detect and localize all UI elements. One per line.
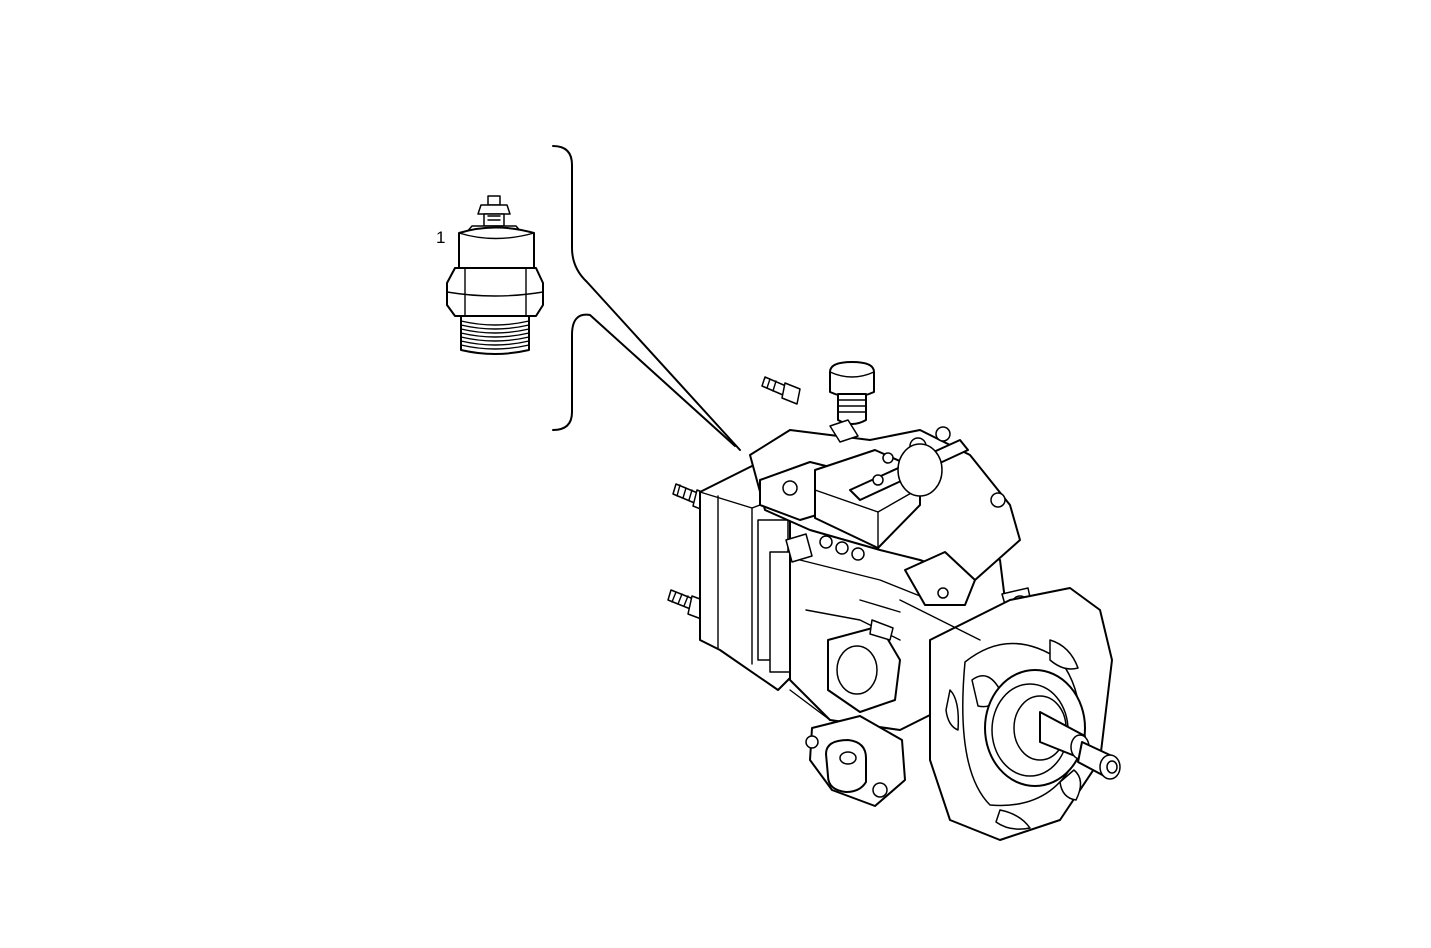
injection-pump-icon xyxy=(667,361,1121,841)
solenoid-valve-icon xyxy=(446,195,544,355)
callout-label-1: 1 xyxy=(436,228,446,247)
callout-bracket xyxy=(552,145,741,451)
